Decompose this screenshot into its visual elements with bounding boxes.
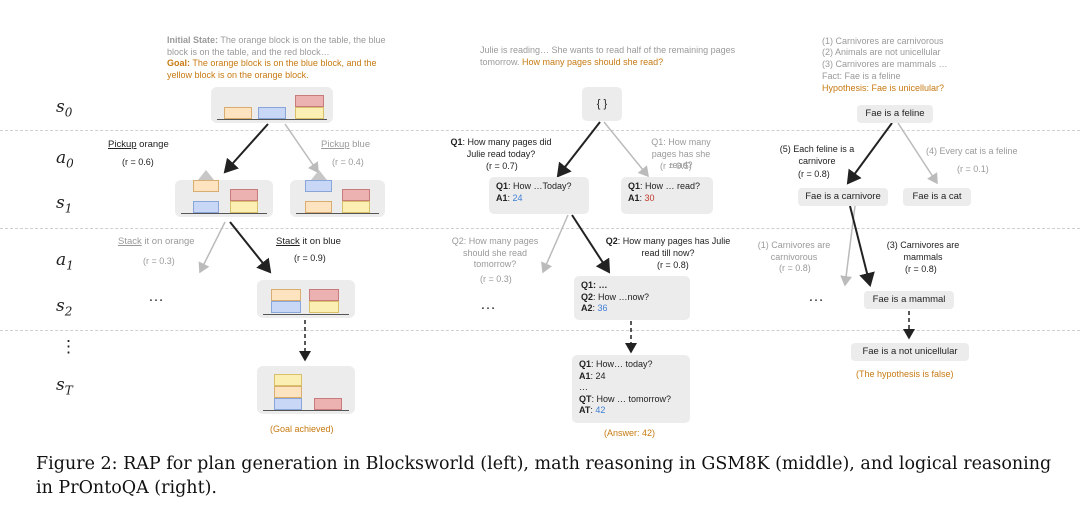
action-stack-on-orange: Stack it on orange xyxy=(118,236,195,247)
row-label-s2: s2 xyxy=(56,296,73,319)
gsm8k-q2-right: Q2: How many pages has Julie read till n… xyxy=(605,236,731,258)
left-ellipsis: … xyxy=(148,288,165,305)
state-s0-blocks xyxy=(211,87,333,123)
gsm8k-q2-right-reward: (r = 0.8) xyxy=(657,260,689,270)
prontoqa-a1-left: (1) Carnivores are carnivorous xyxy=(757,240,831,262)
action-pickup-blue-reward: (r = 0.4) xyxy=(332,157,364,167)
prontoqa-a0-right: (4) Every cat is a feline xyxy=(926,146,1018,156)
prontoqa-a0-left: (5) Each feline is a carnivore xyxy=(779,144,855,166)
gsm8k-q2-left-reward: (r = 0.3) xyxy=(480,274,512,284)
prontoqa-result: (The hypothesis is false) xyxy=(856,369,954,379)
row-label-a0: a0 xyxy=(56,148,74,171)
gsm8k-q1-left-reward: (r = 0.7) xyxy=(486,161,518,171)
goal-text: Goal: The orange block is on the blue bl… xyxy=(167,58,377,80)
prontoqa-a1-right-reward: (r = 0.8) xyxy=(905,264,937,274)
prontoqa-s1-left-node: Fae is a carnivore xyxy=(798,188,888,206)
gsm8k-sT-node: Q1: How… today? A1: 24 … QT: How … tomor… xyxy=(572,355,690,423)
gsm8k-q1-right: Q1: How many pages has she read? xyxy=(651,137,711,170)
prontoqa-fact-line: Fact: Fae is a feline xyxy=(822,71,901,81)
row-label-s0: s0 xyxy=(56,97,73,120)
state-s1-left-blocks xyxy=(175,180,273,217)
gsm8k-s1-right-node: Q1: How … read? A1: 30 xyxy=(621,177,713,214)
prontoqa-a0-right-reward: (r = 0.1) xyxy=(957,164,989,174)
row-label-s1: s1 xyxy=(56,193,73,216)
action-stack-on-blue: Stack it on blue xyxy=(276,236,341,247)
action-pickup-blue: Pickup blue xyxy=(321,139,371,150)
goal-achieved: (Goal achieved) xyxy=(270,424,334,434)
prontoqa-fact-3: (3) Carnivores are mammals … xyxy=(822,59,948,69)
state-s1-right-blocks xyxy=(290,180,385,217)
prontoqa-a1-right: (3) Carnivores are mammals xyxy=(886,240,960,262)
prontoqa-s1-right-node: Fae is a cat xyxy=(903,188,971,206)
prontoqa-fact-2: (2) Animals are not unicellular xyxy=(822,47,941,57)
prontoqa-hypothesis: Hypothesis: Fae is unicellular? xyxy=(822,83,945,93)
prontoqa-sT-node: Fae is a not unicellular xyxy=(851,343,969,361)
gsm8k-question: Julie is reading… She wants to read half… xyxy=(480,45,736,67)
gsm8k-s1-left-node: Q1: How …Today? A1: 24 xyxy=(489,177,589,214)
gsm8k-answer: (Answer: 42) xyxy=(604,428,656,438)
figure-caption: Figure 2: RAP for plan generation in Blo… xyxy=(36,454,1052,498)
gsm8k-root-node: { } xyxy=(582,87,622,121)
row-separator xyxy=(0,130,1080,131)
action-pickup-orange: Pickup orange xyxy=(108,139,169,150)
prontoqa-ellipsis: … xyxy=(808,288,825,305)
prontoqa-s2-node: Fae is a mammal xyxy=(864,291,954,309)
row-label-vdots: ⋮ xyxy=(60,337,77,357)
prontoqa-fact-1: (1) Carnivores are carnivorous xyxy=(822,36,944,46)
gsm8k-q1-right-reward: (r = 0.5) xyxy=(660,161,692,171)
row-separator xyxy=(0,228,1080,229)
action-stack-on-blue-reward: (r = 0.9) xyxy=(294,253,326,263)
initial-state-text: Initial State: The orange block is on th… xyxy=(167,35,386,57)
action-stack-on-orange-reward: (r = 0.3) xyxy=(143,256,175,266)
gsm8k-s2-node: Q1: … Q2: How …now? A2: 36 xyxy=(574,276,690,320)
row-label-a1: a1 xyxy=(56,250,74,273)
action-pickup-orange-reward: (r = 0.6) xyxy=(122,157,154,167)
gsm8k-q2-left: Q2: How many pages should she read tomor… xyxy=(451,236,539,269)
row-label-sT: sT xyxy=(56,375,73,398)
state-sT-blocks xyxy=(257,366,355,414)
row-separator xyxy=(0,330,1080,331)
gsm8k-q1-left: Q1: How many pages did Julie read today? xyxy=(450,137,552,159)
state-s2-blocks xyxy=(257,280,355,318)
gsm8k-ellipsis: … xyxy=(480,296,497,313)
prontoqa-a0-left-reward: (r = 0.8) xyxy=(798,169,830,179)
prontoqa-root-node: Fae is a feline xyxy=(857,105,933,123)
prontoqa-a1-left-reward: (r = 0.8) xyxy=(779,263,811,273)
